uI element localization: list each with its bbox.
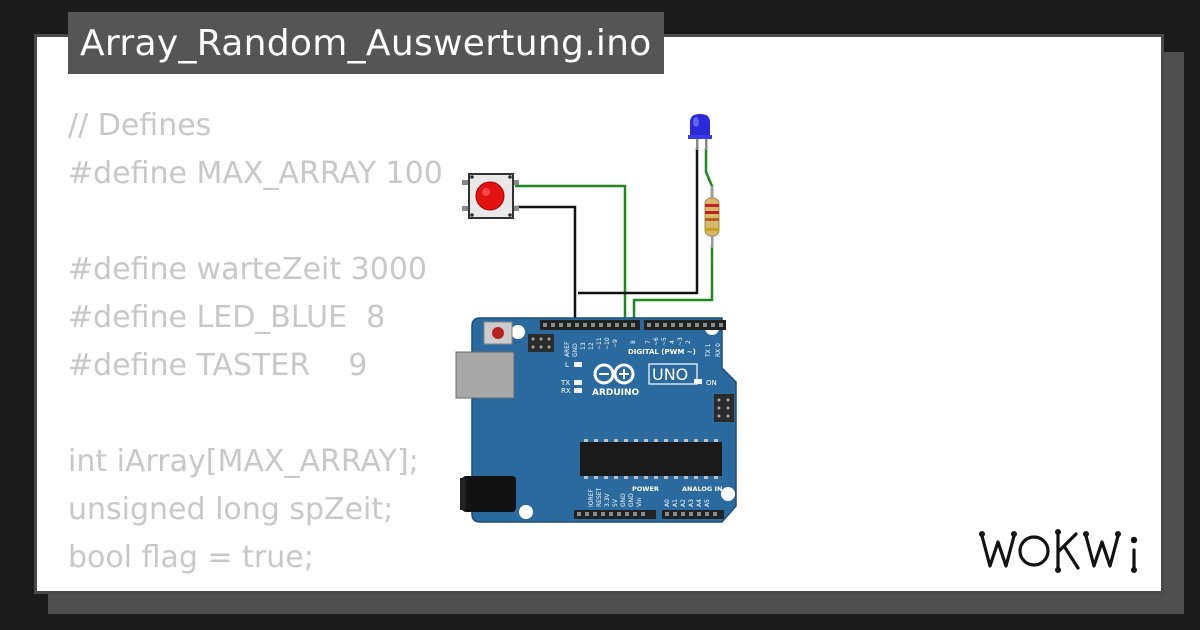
code-line: bool flag = true;: [68, 540, 314, 575]
code-preview: // Defines #define MAX_ARRAY 100 #define…: [68, 102, 443, 582]
pin-label: 4: [669, 340, 676, 344]
pin-label: ~6: [653, 337, 660, 346]
pin-label: 13: [580, 342, 587, 350]
led-blue[interactable]: [688, 114, 712, 150]
code-line: #define TASTER 9: [68, 348, 368, 383]
pin-label: ~9: [612, 339, 619, 348]
pin-label: A3: [688, 499, 695, 507]
pin-label: 3.3V: [604, 492, 611, 507]
pin-label: ~10: [604, 337, 611, 350]
code-line: int iArray[MAX_ARRAY];: [68, 444, 419, 479]
pin-label: RX 0: [715, 343, 722, 357]
pin-label: ~11: [596, 337, 603, 350]
pin-label: 5V: [612, 498, 619, 507]
resistor[interactable]: [704, 186, 720, 248]
project-title: Array_Random_Auswertung.ino: [80, 22, 652, 64]
board-model: UNO: [652, 365, 688, 384]
led-on-label: ON: [706, 379, 717, 387]
led-tx-label: TX: [560, 379, 570, 387]
led-rx-label: RX: [561, 387, 571, 395]
wire-button-green: [515, 184, 627, 325]
pin-label: ~3: [677, 337, 684, 346]
pin-label: ~5: [661, 337, 668, 346]
pin-label: 7: [645, 340, 652, 344]
code-line: // Defines: [68, 108, 212, 143]
board-brand: ARDUINO: [592, 388, 640, 398]
arduino-uno-board[interactable]: UNO ARDUINO DIGITAL (PWM ~) L TX RX ON P…: [455, 317, 737, 523]
pin-label: Vin: [636, 497, 643, 507]
pin-label: A5: [704, 499, 711, 507]
pin-label: 8: [630, 340, 637, 344]
pin-label: IOREF: [588, 489, 595, 507]
header-digital-label: DIGITAL (PWM ~): [628, 348, 696, 356]
pin-label: GND: [628, 493, 635, 507]
push-button[interactable]: [462, 173, 519, 219]
header-power-label: POWER: [632, 485, 659, 493]
pin-label: TX 1: [705, 343, 712, 358]
code-line: unsigned long spZeit;: [68, 492, 394, 527]
code-line: #define MAX_ARRAY 100: [68, 156, 443, 191]
wire-resistor-green: [632, 245, 714, 325]
wire-led-black: [578, 148, 699, 295]
project-title-bar[interactable]: Array_Random_Auswertung.ino: [68, 12, 664, 74]
pin-label: A4: [696, 499, 703, 507]
code-line: #define warteZeit 3000: [68, 252, 428, 287]
pin-label: A1: [672, 499, 679, 507]
led-l-label: L: [565, 361, 569, 369]
pin-label: A2: [680, 499, 687, 507]
pin-label: 12: [588, 342, 595, 350]
header-analog-label: ANALOG IN: [682, 485, 722, 493]
pin-label: RESET: [596, 487, 603, 507]
wires: [515, 148, 714, 325]
pin-label: AREF: [564, 341, 571, 357]
code-line: #define LED_BLUE 8: [68, 300, 386, 335]
arduino-logo-icon: [593, 363, 635, 385]
pin-label: GND: [572, 343, 579, 357]
pin-label: 2: [685, 340, 692, 344]
pin-label: GND: [620, 493, 627, 507]
wire-button-black: [515, 205, 577, 325]
wokwi-logo[interactable]: [976, 526, 1148, 574]
pin-label: A0: [664, 499, 671, 507]
